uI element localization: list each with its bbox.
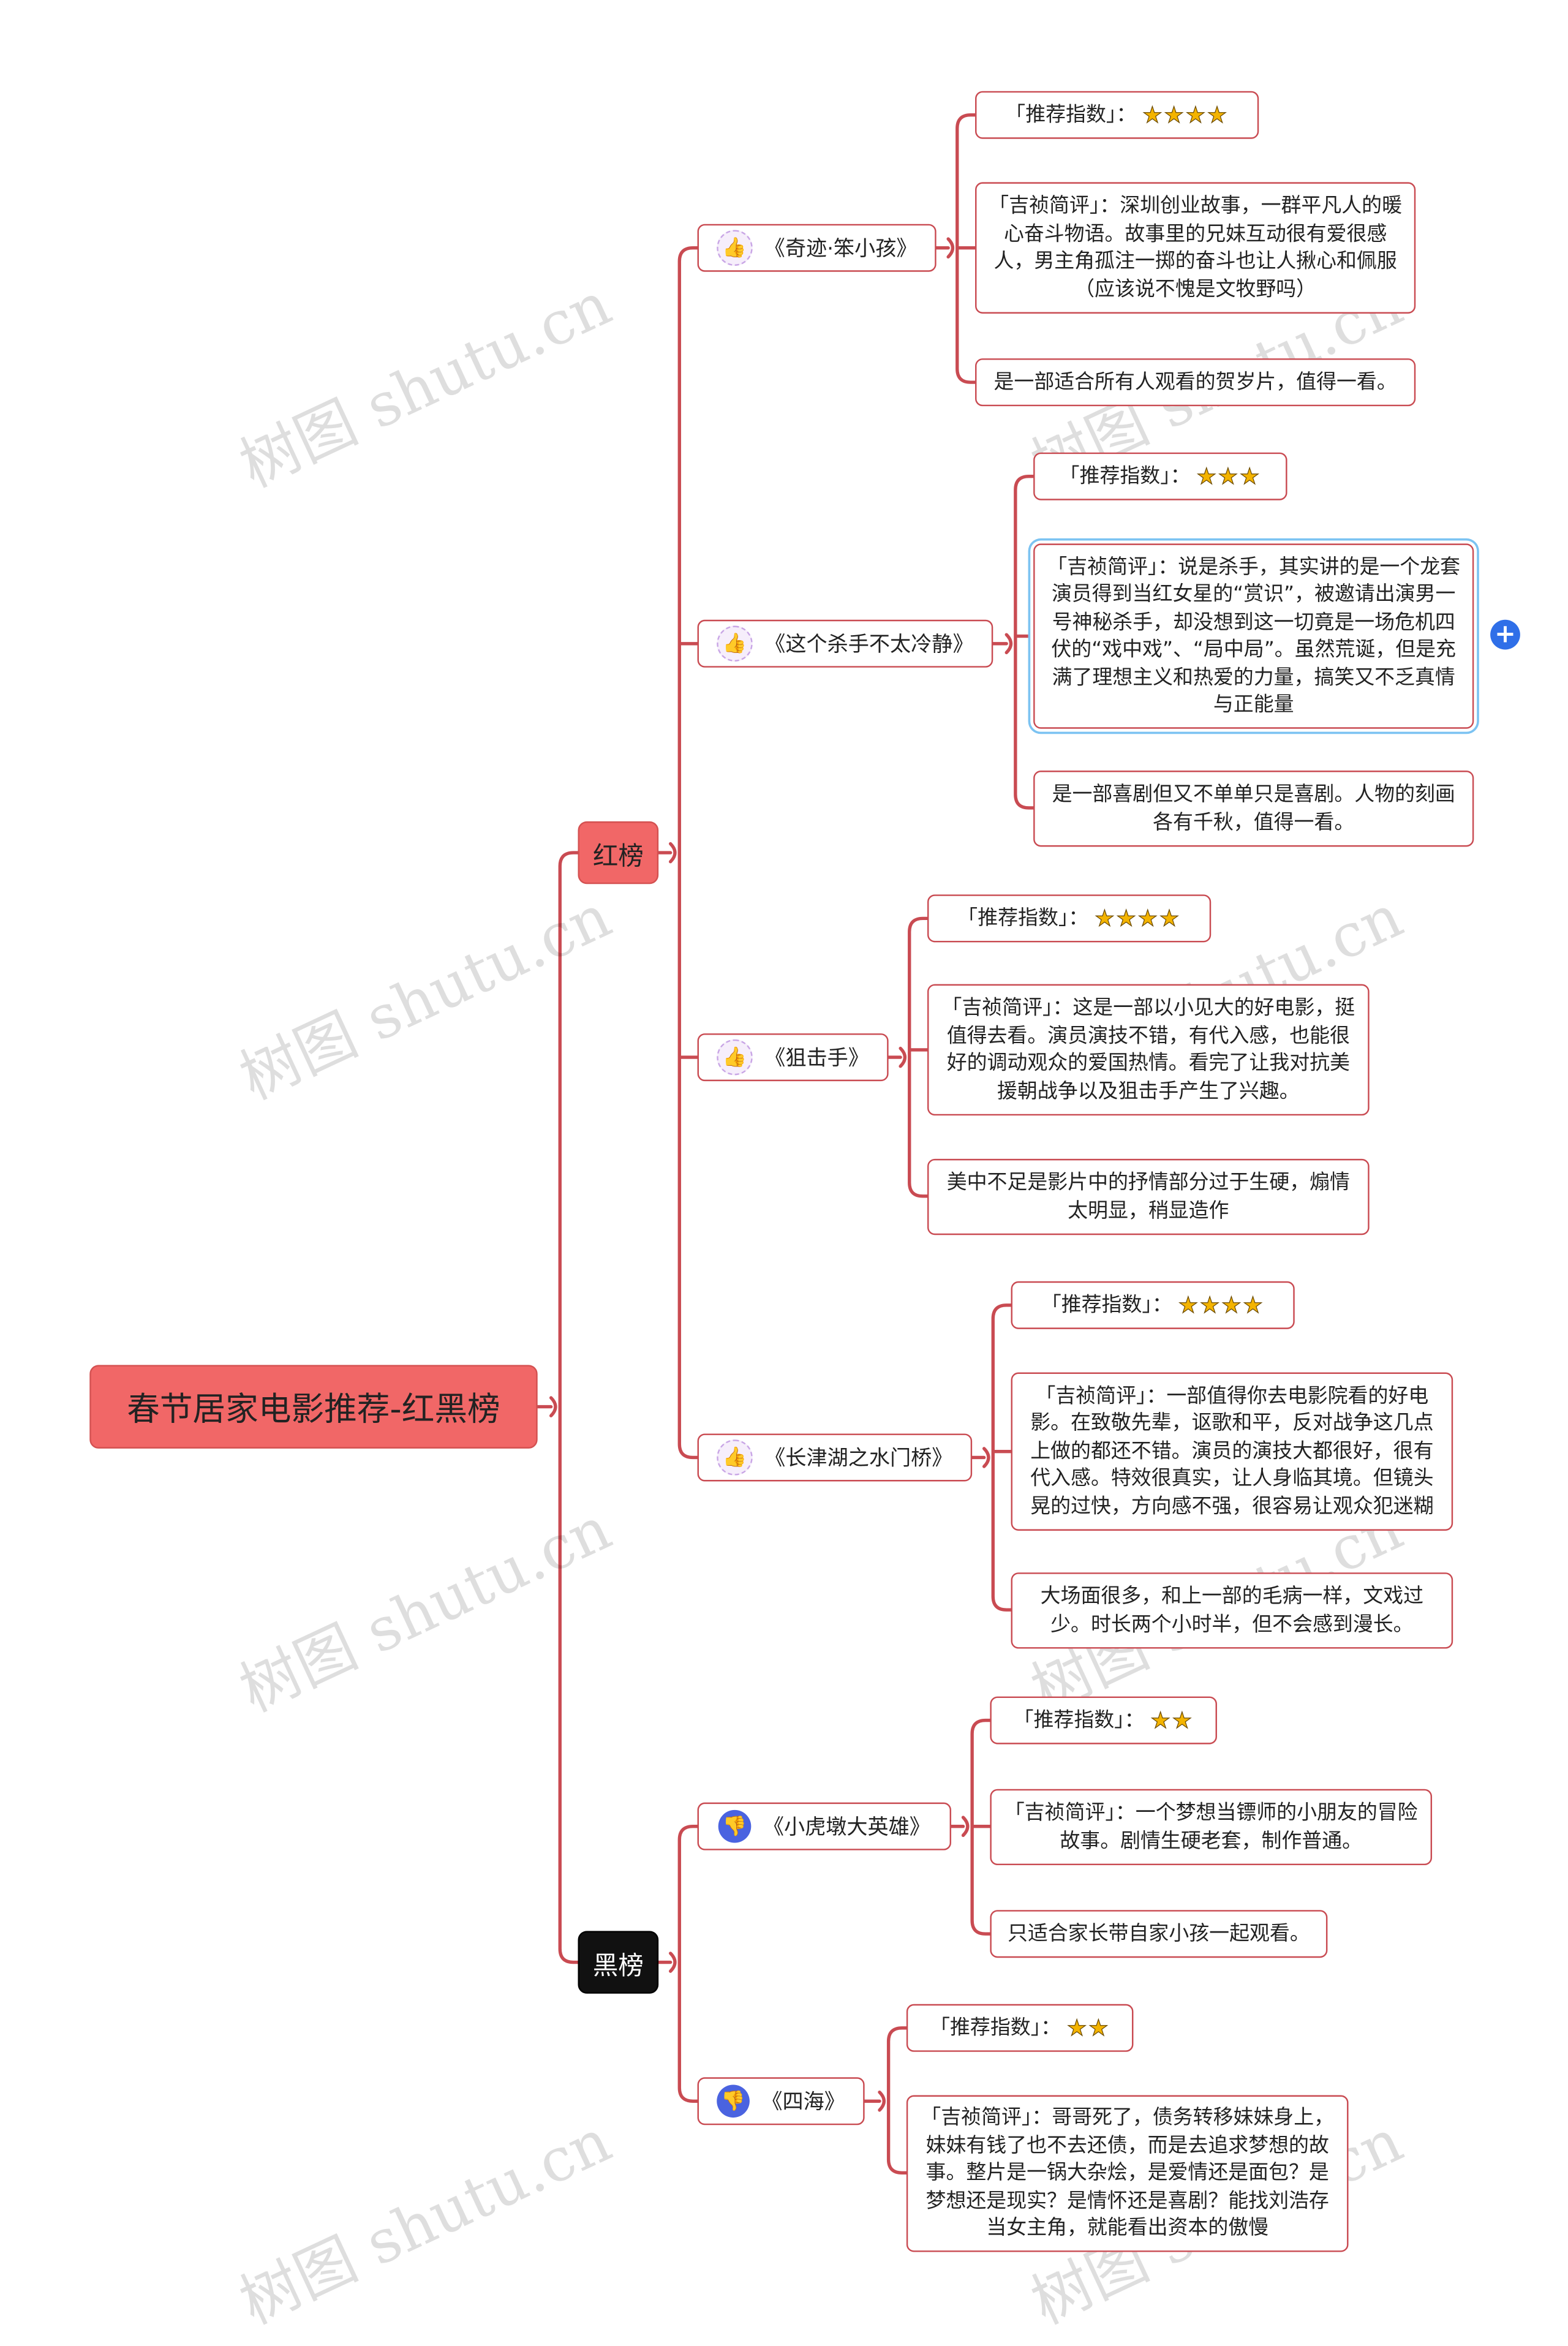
review-node[interactable]: 「吉祯简评」：这是一部以小见大的好电影，挺值得去看。演员演技不错，有代入感，也能… <box>927 984 1370 1116</box>
movie-title: 《长津湖之水门桥》 <box>764 1447 953 1471</box>
thumbs-up-icon: 👍 <box>716 230 753 266</box>
comment-node[interactable]: 是一部喜剧但又不单单只是喜剧。人物的刻画各有千秋，值得一看。 <box>1033 771 1474 847</box>
star-rating: ★★★ <box>1196 462 1262 490</box>
connector-line <box>862 2026 908 2174</box>
movie-title: 《这个杀手不太冷静》 <box>764 633 974 657</box>
connector-line <box>991 475 1035 810</box>
comment-node[interactable]: 大场面很多，和上一部的毛病一样，文戏过少。时长两个小时半，但不会感到漫长。 <box>1011 1572 1453 1649</box>
add-node-button[interactable]: + <box>1490 619 1520 650</box>
movie-title: 《小虎墩大英雄》 <box>763 1816 930 1840</box>
connector-line <box>934 113 977 384</box>
thumbs-up-icon: 👍 <box>717 1439 753 1476</box>
thumbs-down-icon: 👎 <box>717 2084 750 2118</box>
thumbs-down-icon: 👎 <box>718 1809 752 1843</box>
review-node[interactable]: 「吉祯简评」：一部值得你去电影院看的好电影。在致敬先辈，讴歌和平，反对战争这几点… <box>1011 1372 1453 1531</box>
comment-node[interactable]: 是一部适合所有人观看的贺岁片，值得一看。 <box>975 358 1416 407</box>
movie-topic[interactable]: 👎 《小虎墩大英雄》 <box>697 1802 952 1850</box>
connector-line <box>657 246 699 1460</box>
movie-topic[interactable]: 👍 《这个杀手不太冷静》 <box>697 619 993 668</box>
star-rating: ★★★★ <box>1178 1291 1265 1319</box>
star-rating: ★★ <box>1150 1706 1194 1733</box>
movie-title: 《狙击手》 <box>764 1047 869 1071</box>
connector-line <box>886 916 929 1198</box>
category-red-list[interactable]: 红榜 <box>578 821 659 884</box>
rating-node[interactable]: 「推荐指数」： ★★ <box>906 2004 1134 2052</box>
connector-line <box>535 851 580 1964</box>
rating-node[interactable]: 「推荐指数」： ★★★ <box>1033 452 1287 500</box>
rating-label: 「推荐指数」： <box>1005 102 1137 127</box>
movie-topic[interactable]: 👎 《四海》 <box>697 2077 865 2125</box>
movie-topic[interactable]: 👍 《长津湖之水门桥》 <box>697 1433 973 1482</box>
star-rating: ★★ <box>1066 2014 1110 2042</box>
rating-label: 「推荐指数」： <box>1041 1292 1172 1317</box>
rating-node[interactable]: 「推荐指数」： ★★ <box>990 1696 1217 1744</box>
rating-label: 「推荐指数」： <box>1013 1708 1145 1732</box>
connector-line <box>970 1303 1013 1612</box>
rating-node[interactable]: 「推荐指数」： ★★★★ <box>975 91 1259 139</box>
movie-topic[interactable]: 👍 《奇迹·笨小孩》 <box>697 224 937 272</box>
rating-label: 「推荐指数」： <box>1059 464 1191 488</box>
thumbs-up-icon: 👍 <box>717 625 753 662</box>
rating-node[interactable]: 「推荐指数」： ★★★★ <box>927 894 1212 943</box>
movie-title: 《四海》 <box>761 2091 845 2115</box>
review-node[interactable]: 「吉祯简评」：一个梦想当镖师的小朋友的冒险故事。剧情生硬老套，制作普通。 <box>990 1789 1433 1866</box>
category-black-list[interactable]: 黑榜 <box>578 1931 659 1994</box>
connector-line <box>949 1718 992 1936</box>
review-node[interactable]: 「吉祯简评」：哥哥死了，债务转移妹妹身上，妹妹有钱了也不去还债，而是去追求梦想的… <box>906 2095 1349 2252</box>
star-rating: ★★★★ <box>1094 904 1181 932</box>
thumbs-up-icon: 👍 <box>717 1039 753 1076</box>
rating-label: 「推荐指数」： <box>930 2015 1061 2040</box>
comment-node[interactable]: 美中不足是影片中的抒情部分过于生硬，煽情太明显，稍显造作 <box>927 1158 1370 1235</box>
comment-node[interactable]: 只适合家长带自家小孩一起观看。 <box>990 1910 1328 1958</box>
connector-line <box>657 1824 699 2103</box>
root-topic[interactable]: 春节居家电影推荐-红黑榜 <box>89 1365 538 1449</box>
review-node[interactable]: 「吉祯简评」：深圳创业故事，一群平凡人的暖心奋斗物语。故事里的兄妹互动很有爱很感… <box>975 182 1416 314</box>
review-node[interactable]: 「吉祯简评」：说是杀手，其实讲的是一个龙套演员得到当红女星的“赏识”，被邀请出演… <box>1033 543 1474 729</box>
rating-label: 「推荐指数」： <box>957 906 1089 930</box>
star-rating: ★★★★ <box>1142 101 1229 129</box>
movie-title: 《奇迹·笨小孩》 <box>764 237 918 262</box>
movie-topic[interactable]: 👍 《狙击手》 <box>697 1033 889 1082</box>
rating-node[interactable]: 「推荐指数」： ★★★★ <box>1011 1281 1295 1329</box>
